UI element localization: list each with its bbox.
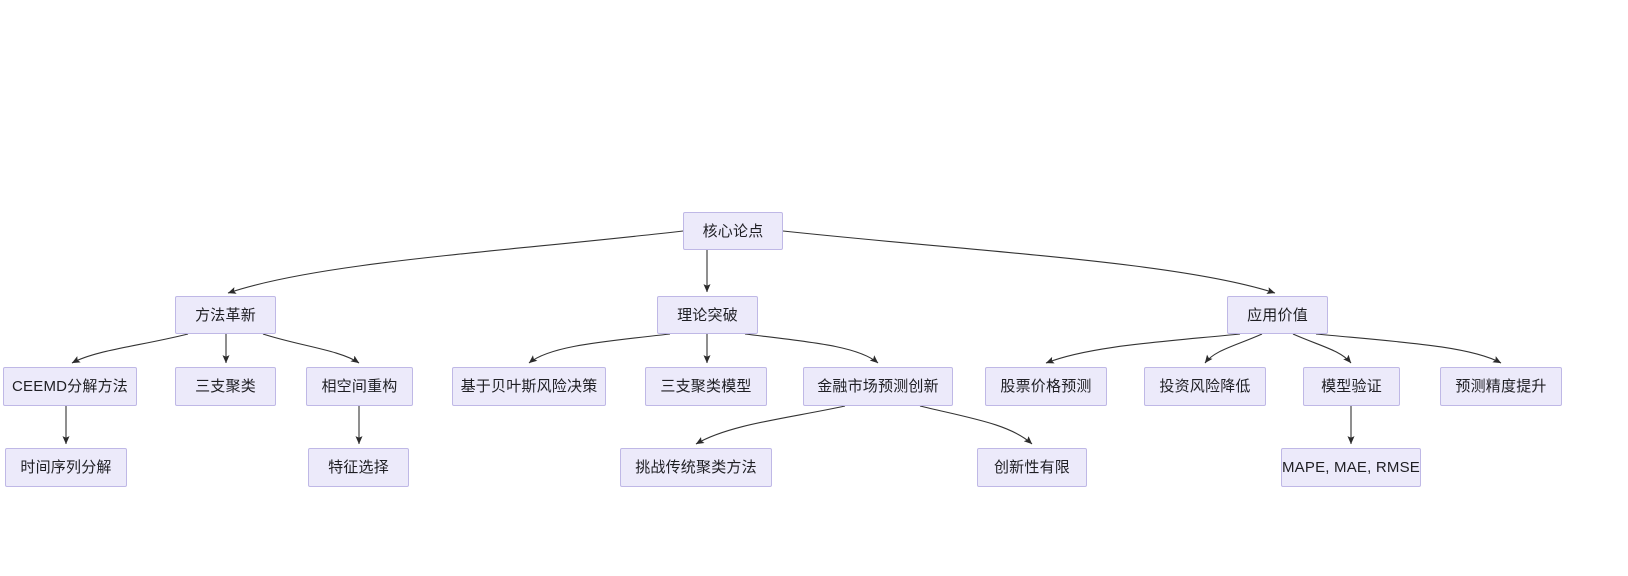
node-label: 基于贝叶斯风险决策 (460, 378, 598, 395)
node-label: 创新性有限 (993, 459, 1070, 476)
edges (62, 230, 1502, 445)
node-l2c1[interactable]: 股票价格预测 (985, 367, 1107, 406)
root-node[interactable]: 核心论点 (683, 212, 783, 250)
node-label: 时间序列分解 (20, 459, 112, 476)
node-label: 方法革新 (195, 306, 256, 324)
node-l1c[interactable]: 应用价值 (1227, 296, 1328, 334)
edge-l1c-to-l2c4 (1315, 333, 1502, 364)
edge-l1b-to-l2b3 (744, 333, 879, 364)
node-label: 三支聚类 (195, 378, 256, 395)
node-l2c3[interactable]: 模型验证 (1303, 367, 1400, 406)
edge-l1a-to-l2a1 (71, 333, 189, 364)
node-l2b1[interactable]: 基于贝叶斯风险决策 (452, 367, 606, 406)
node-l2b2[interactable]: 三支聚类模型 (645, 367, 767, 406)
edge-l1c-to-l2c3 (1292, 333, 1352, 364)
edge-root-to-l1a (227, 230, 684, 294)
edge-l1c-to-l2c2 (1204, 333, 1263, 364)
node-l2a2[interactable]: 三支聚类 (175, 367, 276, 406)
node-l2a1[interactable]: CEEMD分解方法 (3, 367, 137, 406)
edge-l1b-to-l2b1 (528, 333, 671, 364)
node-label: 投资风险降低 (1159, 378, 1251, 395)
node-l2c2[interactable]: 投资风险降低 (1144, 367, 1266, 406)
edge-l2b3-to-l3b3b (919, 405, 1033, 445)
node-l3b3a[interactable]: 挑战传统聚类方法 (620, 448, 772, 487)
node-label: 模型验证 (1321, 378, 1382, 395)
node-label: 理论突破 (677, 306, 738, 324)
node-label: 金融市场预测创新 (817, 378, 939, 395)
node-label: 挑战传统聚类方法 (635, 459, 757, 476)
edge-root-to-l1c (782, 230, 1276, 294)
edge-l2b3-to-l3b3a (695, 405, 846, 445)
node-label: CEEMD分解方法 (12, 378, 128, 395)
node-l3c3[interactable]: MAPE, MAE, RMSE (1281, 448, 1421, 487)
node-l3b3b[interactable]: 创新性有限 (977, 448, 1087, 487)
node-l2b3[interactable]: 金融市场预测创新 (803, 367, 953, 406)
node-label: 股票价格预测 (1000, 378, 1092, 395)
node-l3a3[interactable]: 特征选择 (308, 448, 409, 487)
node-label: MAPE, MAE, RMSE (1281, 459, 1421, 476)
node-label: 核心论点 (702, 222, 764, 240)
node-label: 预测精度提升 (1455, 378, 1547, 395)
node-l1a[interactable]: 方法革新 (175, 296, 276, 334)
node-label: 相空间重构 (321, 378, 398, 395)
node-l2c4[interactable]: 预测精度提升 (1440, 367, 1562, 406)
node-l3a1[interactable]: 时间序列分解 (5, 448, 127, 487)
node-label: 特征选择 (328, 459, 389, 476)
edge-l1c-to-l2c1 (1045, 333, 1241, 364)
node-l1b[interactable]: 理论突破 (657, 296, 758, 334)
node-label: 应用价值 (1247, 306, 1308, 324)
node-l2a3[interactable]: 相空间重构 (306, 367, 413, 406)
edge-l1a-to-l2a3 (262, 333, 360, 364)
node-label: 三支聚类模型 (660, 378, 752, 395)
